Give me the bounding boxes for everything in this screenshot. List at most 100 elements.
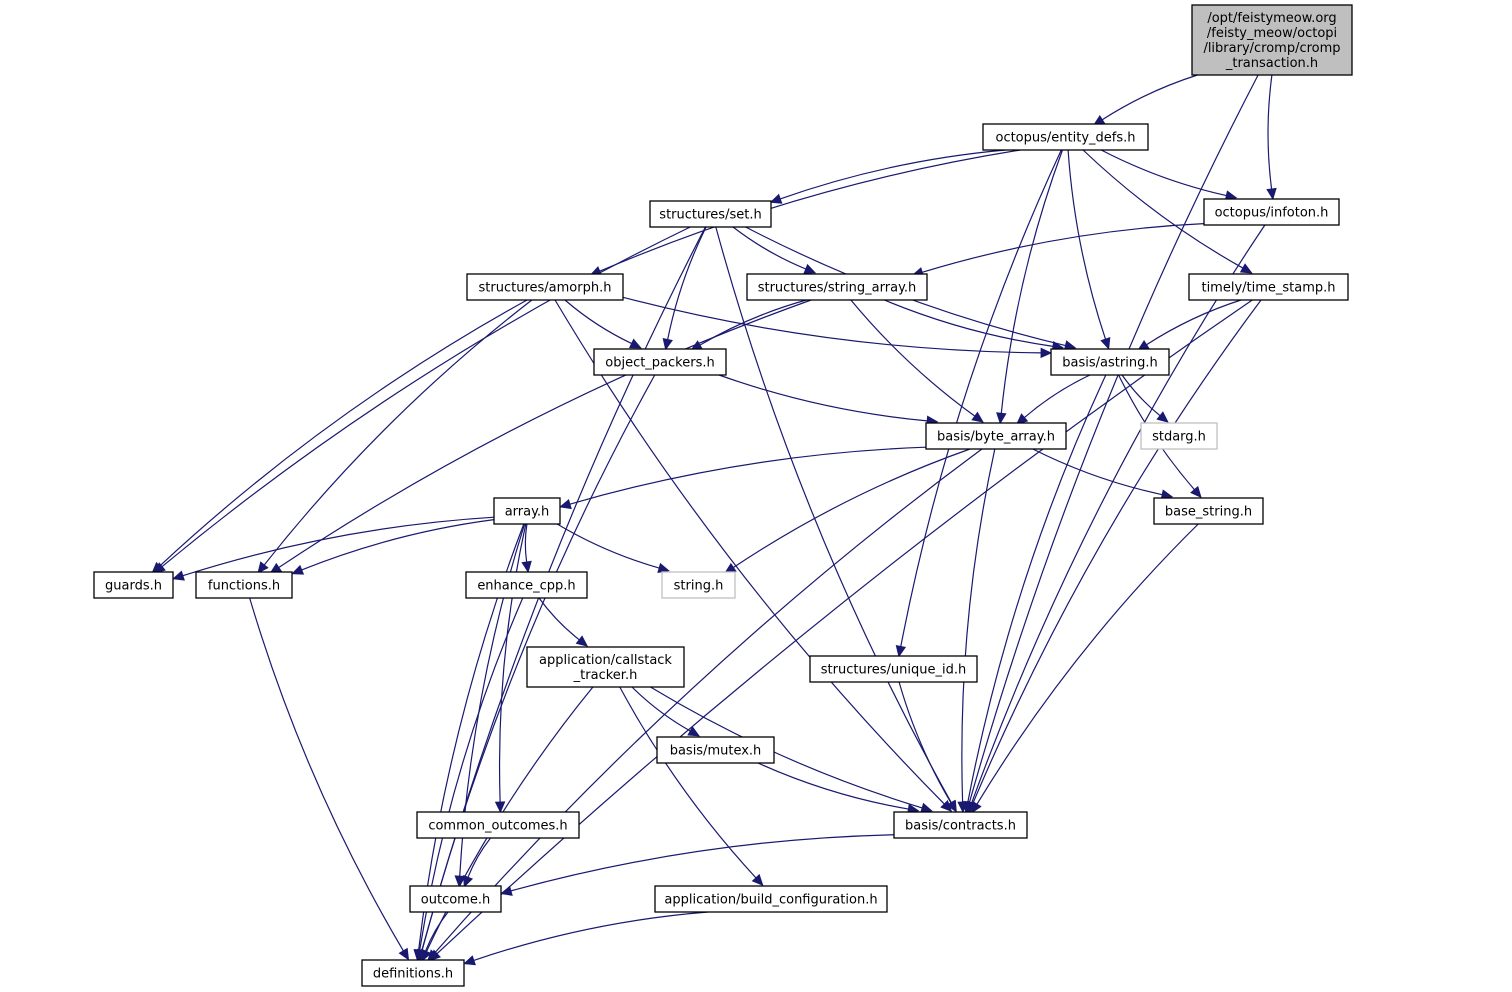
node-common-outcomes[interactable]: common_outcomes.h <box>416 811 580 839</box>
node-root[interactable]: /opt/feistymeow.org/feisty_meow/octopi/l… <box>1191 4 1353 76</box>
node-callstack[interactable]: application/callstack_tracker.h <box>526 646 685 688</box>
node-label: octopus/infoton.h <box>1215 206 1329 221</box>
edge-line <box>524 523 528 563</box>
node-entity-defs[interactable]: octopus/entity_defs.h <box>982 123 1149 151</box>
edge-entity_defs-to-infoton <box>1100 149 1238 201</box>
node-time-stamp[interactable]: timely/time_stamp.h <box>1188 273 1349 301</box>
edge-line <box>249 597 404 952</box>
edge-byte_array-to-array <box>559 446 927 510</box>
edge-line <box>421 374 656 951</box>
arrowhead-icon <box>1239 263 1253 274</box>
node-amorph[interactable]: structures/amorph.h <box>466 273 624 301</box>
edge-astring-to-stdarg <box>1121 374 1169 423</box>
node-base-string[interactable]: base_string.h <box>1153 497 1264 525</box>
arrowhead-icon <box>291 564 305 575</box>
arrowhead-icon <box>1100 337 1111 350</box>
arrowhead-icon <box>463 955 476 966</box>
node-enhance-cpp[interactable]: enhance_cpp.h <box>465 571 588 599</box>
edge-entity_defs-to-unique_id <box>895 149 1062 658</box>
node-box <box>93 571 174 599</box>
edge-mutex-to-contracts <box>757 762 920 815</box>
arrowhead-icon <box>398 947 410 961</box>
node-label: basis/mutex.h <box>670 744 762 759</box>
node-contracts[interactable]: basis/contracts.h <box>893 811 1028 839</box>
arrowhead-icon <box>463 874 474 888</box>
edge-line <box>569 446 927 505</box>
node-label: stdarg.h <box>1152 430 1206 445</box>
node-label: application/build_configuration.h <box>664 893 877 908</box>
arrowhead-icon <box>957 801 968 814</box>
node-mutex[interactable]: basis/mutex.h <box>656 736 775 764</box>
node-label: common_outcomes.h <box>428 819 567 834</box>
node-box <box>656 736 775 764</box>
arrowhead-icon <box>420 948 431 962</box>
node-label: structures/string_array.h <box>758 281 917 296</box>
edge-line <box>1082 149 1244 269</box>
edge-line <box>554 299 945 805</box>
node-array[interactable]: array.h <box>493 497 561 525</box>
edge-common_outcomes-to-outcome <box>463 837 492 888</box>
node-label: octopus/entity_defs.h <box>995 131 1135 146</box>
edge-line <box>622 296 1042 354</box>
edge-set-to-object_packers <box>662 226 707 351</box>
edge-line <box>301 519 495 571</box>
node-definitions[interactable]: definitions.h <box>361 959 465 987</box>
node-guards[interactable]: guards.h <box>93 571 174 599</box>
edge-enhance_cpp-to-callstack <box>538 597 589 647</box>
edge-line <box>961 448 996 803</box>
edge-amorph-to-object_packers <box>564 299 642 349</box>
edge-line <box>1000 149 1064 414</box>
node-byte-array[interactable]: basis/byte_array.h <box>925 422 1067 450</box>
edge-line <box>715 226 952 804</box>
edge-line <box>667 226 707 340</box>
edge-line <box>1032 448 1163 496</box>
node-infoton[interactable]: octopus/infoton.h <box>1203 198 1340 226</box>
arrowhead-icon <box>895 644 907 658</box>
edge-line <box>898 681 952 804</box>
edge-line <box>900 149 1062 647</box>
node-label: /library/cromp/cromp <box>1203 41 1340 56</box>
edge-time_stamp-to-astring <box>1137 299 1242 351</box>
edge-time_stamp-to-definitions <box>428 299 1253 962</box>
edge-array-to-functions <box>291 519 495 575</box>
node-box <box>1188 273 1349 301</box>
edge-line <box>434 448 983 954</box>
edge-line <box>850 299 976 417</box>
edge-line <box>1146 299 1242 346</box>
edge-string_array-to-astring <box>884 299 1065 352</box>
node-string-array[interactable]: structures/string_array.h <box>746 273 928 301</box>
node-outcome[interactable]: outcome.h <box>409 885 502 913</box>
node-astring[interactable]: basis/astring.h <box>1050 348 1170 376</box>
edge-line <box>556 523 660 569</box>
node-unique-id[interactable]: structures/unique_id.h <box>809 655 978 683</box>
edge-build_config-to-definitions <box>463 911 709 966</box>
edge-set-to-contracts <box>715 226 957 813</box>
edge-line <box>436 299 1253 955</box>
edge-line <box>971 224 1266 804</box>
node-box <box>361 959 465 987</box>
node-build-config[interactable]: application/build_configuration.h <box>654 885 888 913</box>
arrowhead-icon <box>662 338 673 351</box>
edge-line <box>599 149 1021 272</box>
node-label: structures/set.h <box>659 208 761 223</box>
edge-base_string-to-contracts <box>971 523 1199 814</box>
node-object-packers[interactable]: object_packers.h <box>593 348 727 376</box>
node-string: string.h <box>661 571 736 599</box>
edge-entity_defs-to-astring <box>1067 149 1111 350</box>
node-box <box>526 646 685 688</box>
arrowhead-icon <box>628 338 642 349</box>
edge-line <box>278 299 812 569</box>
node-box <box>925 422 1067 450</box>
edge-line <box>1024 374 1091 419</box>
node-box <box>1153 497 1264 525</box>
node-functions[interactable]: functions.h <box>195 571 293 599</box>
edge-infoton-to-string_array <box>911 223 1205 278</box>
edge-array-to-common_outcomes <box>494 523 527 814</box>
edge-line <box>159 299 528 567</box>
arrowhead-icon <box>769 193 783 204</box>
node-box <box>893 811 1028 839</box>
edge-line <box>976 523 1199 805</box>
node-set[interactable]: structures/set.h <box>649 200 772 228</box>
node-label: _tracker.h <box>573 668 638 683</box>
